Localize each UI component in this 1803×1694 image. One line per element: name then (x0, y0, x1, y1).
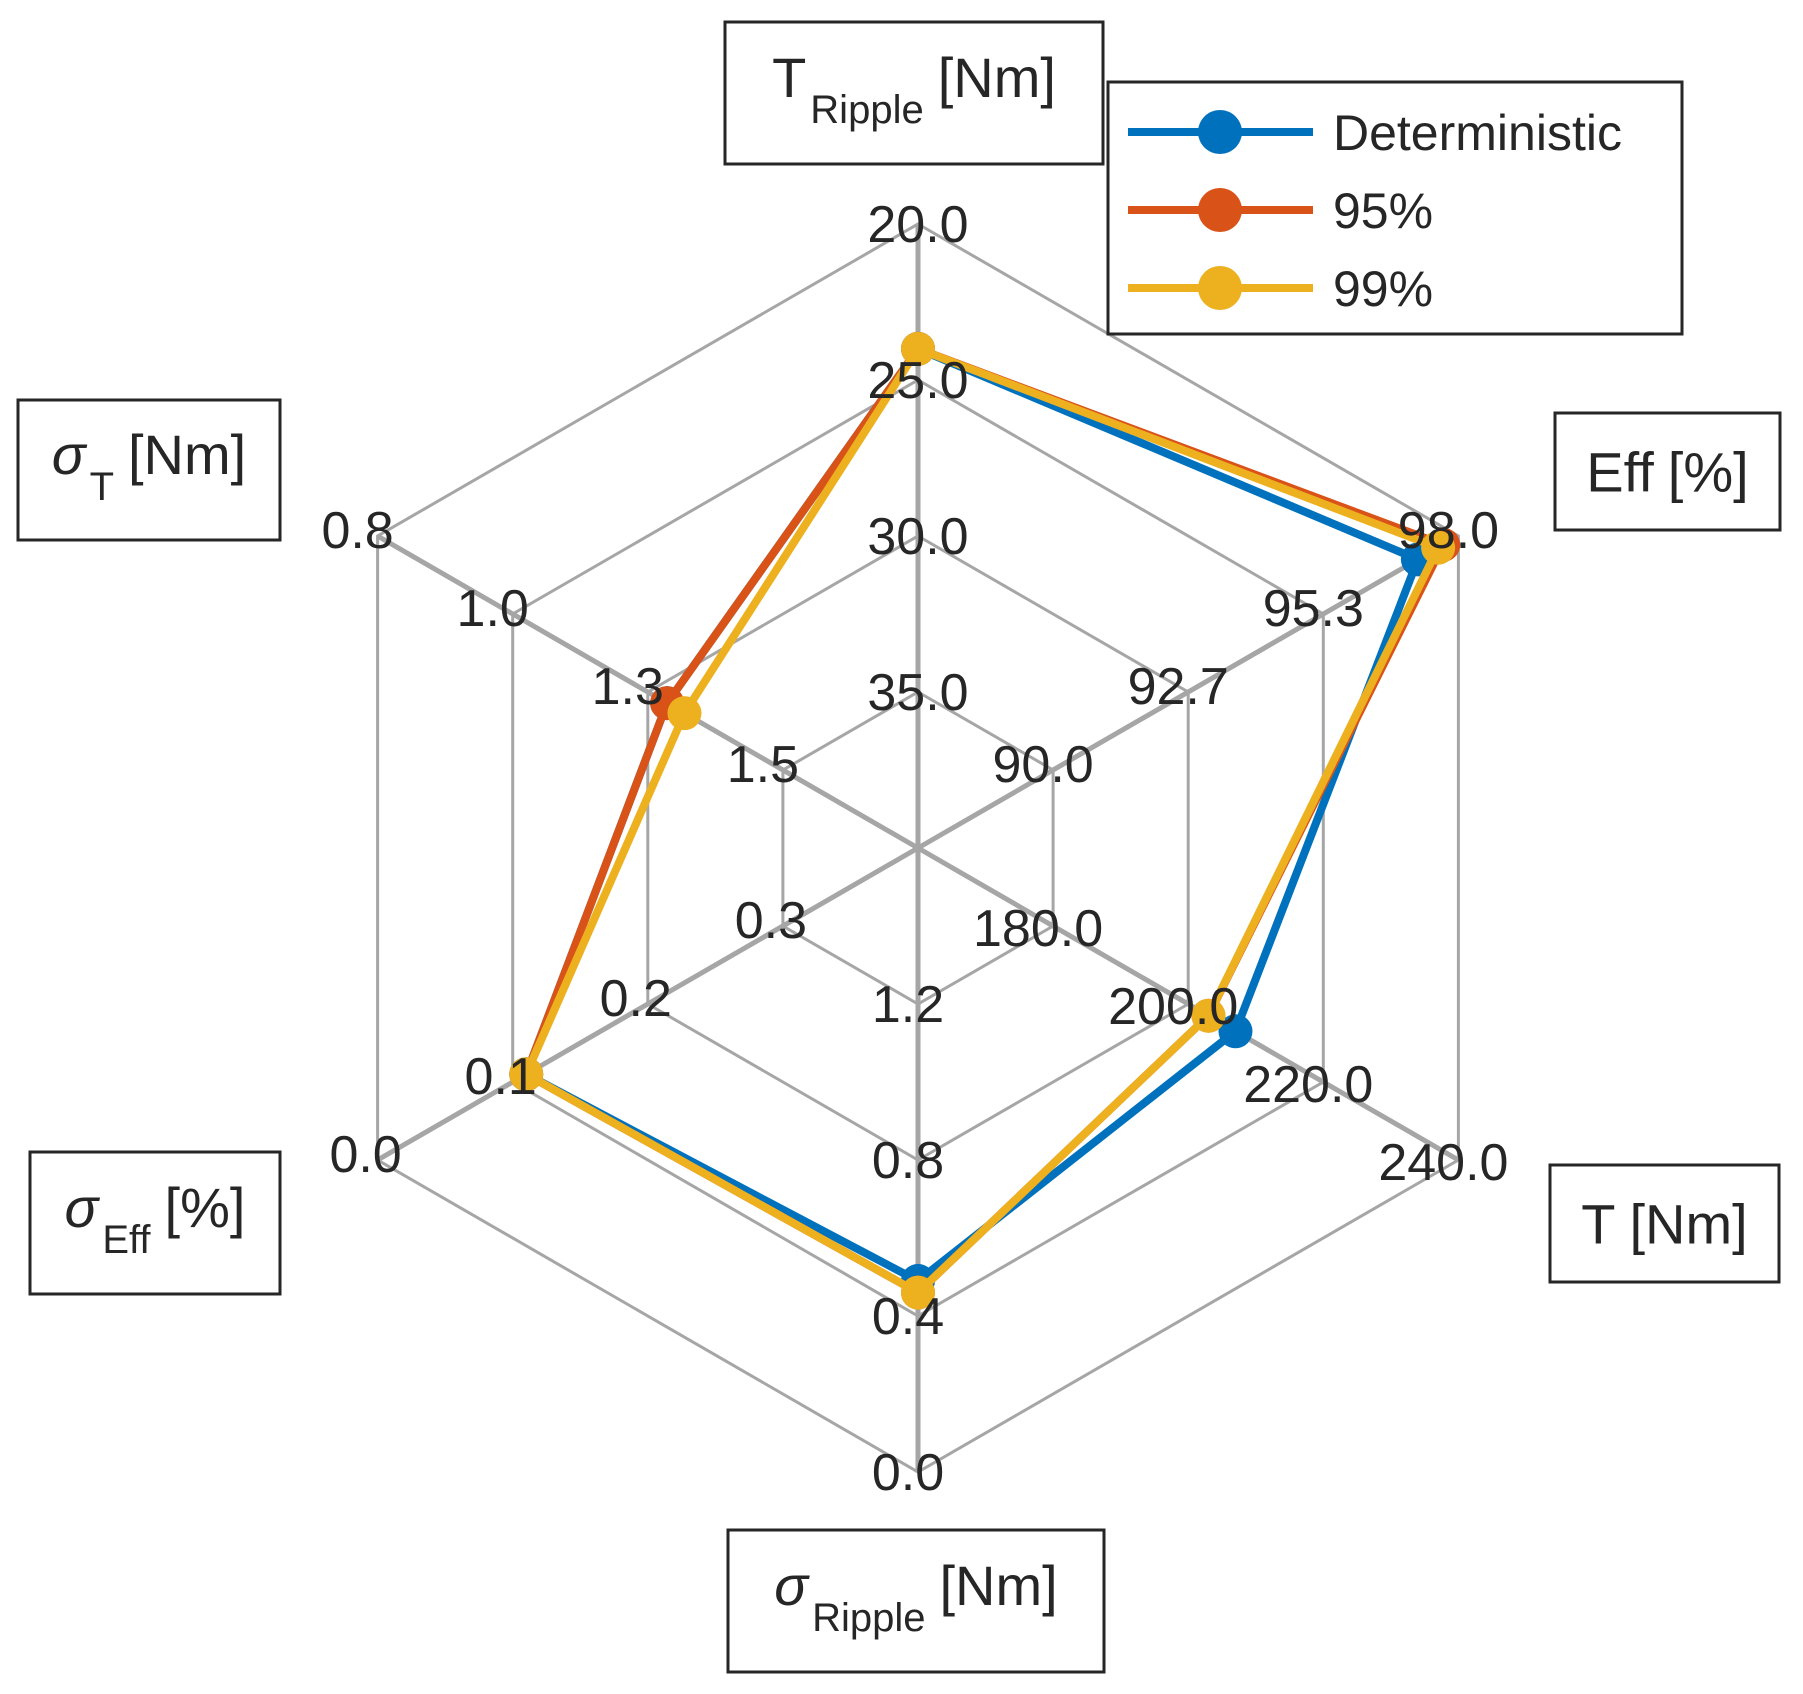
tick-label-torque: 220.0 (1243, 1056, 1373, 1114)
tick-label-t_ripple: 30.0 (867, 508, 968, 566)
series-point-t_ripple (901, 331, 935, 366)
spoke-eff (916, 533, 1460, 851)
legend-item: Deterministic (1128, 105, 1622, 161)
spoke-sigma_t (376, 533, 920, 851)
tick-label-eff: 95.3 (1263, 580, 1364, 638)
axis-title-eff: Eff[%] (1553, 411, 1782, 532)
tick-label-sigma_t: 1.0 (457, 580, 529, 638)
axis-title-text: TRipple [Nm] (772, 46, 1056, 132)
series-point-sigma_eff (509, 1057, 544, 1092)
legend-marker (1198, 110, 1242, 154)
axis-title-torque: T[Nm] (1548, 1163, 1781, 1284)
tick-label-sigma_t: 0.8 (321, 502, 393, 560)
legend-label: 95% (1333, 183, 1433, 239)
legend-marker (1198, 188, 1242, 232)
tick-label-sigma_ripple: 1.2 (872, 976, 944, 1034)
spoke-torque (916, 845, 1460, 1163)
legend-marker (1198, 266, 1242, 310)
axis-title-symbol: Eff (1586, 441, 1654, 504)
series-point-eff (1421, 530, 1456, 565)
tick-label-eff: 98.0 (1398, 502, 1499, 560)
tick-label-sigma_eff: 0.2 (600, 970, 672, 1028)
axis-title-t_ripple: TRipple [Nm] (723, 20, 1105, 166)
series-point-torque (1191, 998, 1226, 1033)
axis-title-box (1548, 1163, 1781, 1284)
spoke-sigma_eff (376, 845, 920, 1163)
series-layer (509, 331, 1461, 1310)
tick-label-sigma_ripple: 0.0 (872, 1444, 944, 1502)
axis-title-text: σT [Nm] (52, 423, 246, 509)
tick-label-torque: 200.0 (1108, 978, 1238, 1036)
tick-label-t_ripple: 35.0 (867, 664, 968, 722)
legend-item: 95% (1128, 183, 1433, 239)
axis-title-text: σRipple [Nm] (774, 1554, 1057, 1640)
axis-title-unit: [Nm] (128, 423, 246, 486)
tick-label-sigma_eff: 0.1 (465, 1048, 537, 1106)
tick-label-t_ripple: 25.0 (867, 352, 968, 410)
tick-label-sigma_t: 1.3 (592, 658, 664, 716)
axis-title-box (1553, 411, 1782, 532)
series-point-sigma_t (667, 696, 702, 731)
tick-label-t_ripple: 20.0 (867, 196, 968, 254)
axis-titles: TRipple[Nm]Eff[%]T[Nm]σRipple[Nm]σEff[%]… (16, 20, 1782, 1674)
tick-label-eff: 90.0 (992, 736, 1093, 794)
axis-title-sigma_t: σT [Nm] (16, 398, 282, 542)
tick-label-eff: 92.7 (1128, 658, 1229, 716)
axis-title-unit: [Nm] (1630, 1193, 1748, 1256)
axis-title-text: Eff[%] (1586, 441, 1748, 504)
axis-title-unit: [Nm] (938, 46, 1056, 109)
axis-title-symbol: T (772, 46, 806, 109)
axis-title-unit: [%] (1668, 441, 1749, 504)
axis-title-subscript: Eff (102, 1218, 151, 1262)
axis-title-symbol: σ (65, 1176, 101, 1239)
tick-label-sigma_eff: 0.0 (329, 1126, 401, 1184)
series-point-torque (1218, 1014, 1253, 1049)
axis-title-sigma_eff: σEff [%] (28, 1150, 282, 1296)
axis-title-symbol: T (1581, 1193, 1615, 1256)
tick-label-sigma_t: 1.5 (727, 736, 799, 794)
axis-title-unit: [Nm] (939, 1554, 1057, 1617)
axis-title-symbol: σ (774, 1554, 810, 1617)
radar-grid (376, 222, 1460, 1474)
axis-title-box (28, 1150, 282, 1296)
axis-title-box (723, 20, 1105, 166)
legend-item: 99% (1128, 261, 1433, 317)
axis-title-symbol: σ (52, 423, 88, 486)
tick-label-torque: 240.0 (1378, 1134, 1508, 1192)
series-point-sigma_ripple (901, 1275, 935, 1310)
axis-title-unit: [%] (165, 1176, 246, 1239)
legend-label: Deterministic (1333, 105, 1622, 161)
legend: Deterministic 95% 99% (1106, 80, 1684, 336)
axis-title-sigma_ripple: σRipple [Nm] (726, 1528, 1106, 1674)
series-2 (509, 331, 1456, 1310)
tick-label-torque: 180.0 (973, 900, 1103, 958)
axis-title-box (16, 398, 282, 542)
tick-label-sigma_eff: 0.3 (735, 892, 807, 950)
axis-title-text: T[Nm] (1581, 1193, 1747, 1256)
axis-title-subscript: Ripple (812, 1596, 925, 1640)
tick-labels: 20.0 25.0 30.0 35.0 98.0 95.3 92.7 90.0 240.0220… (321, 196, 1508, 1502)
axis-title-box (726, 1528, 1106, 1674)
tick-label-sigma_ripple: 0.8 (872, 1132, 944, 1190)
axis-title-subscript: T (90, 465, 114, 509)
tick-label-sigma_ripple: 0.4 (872, 1288, 944, 1346)
axis-title-subscript: Ripple (810, 88, 923, 132)
legend-label: 99% (1333, 261, 1433, 317)
axis-title-text: σEff [%] (65, 1176, 246, 1262)
